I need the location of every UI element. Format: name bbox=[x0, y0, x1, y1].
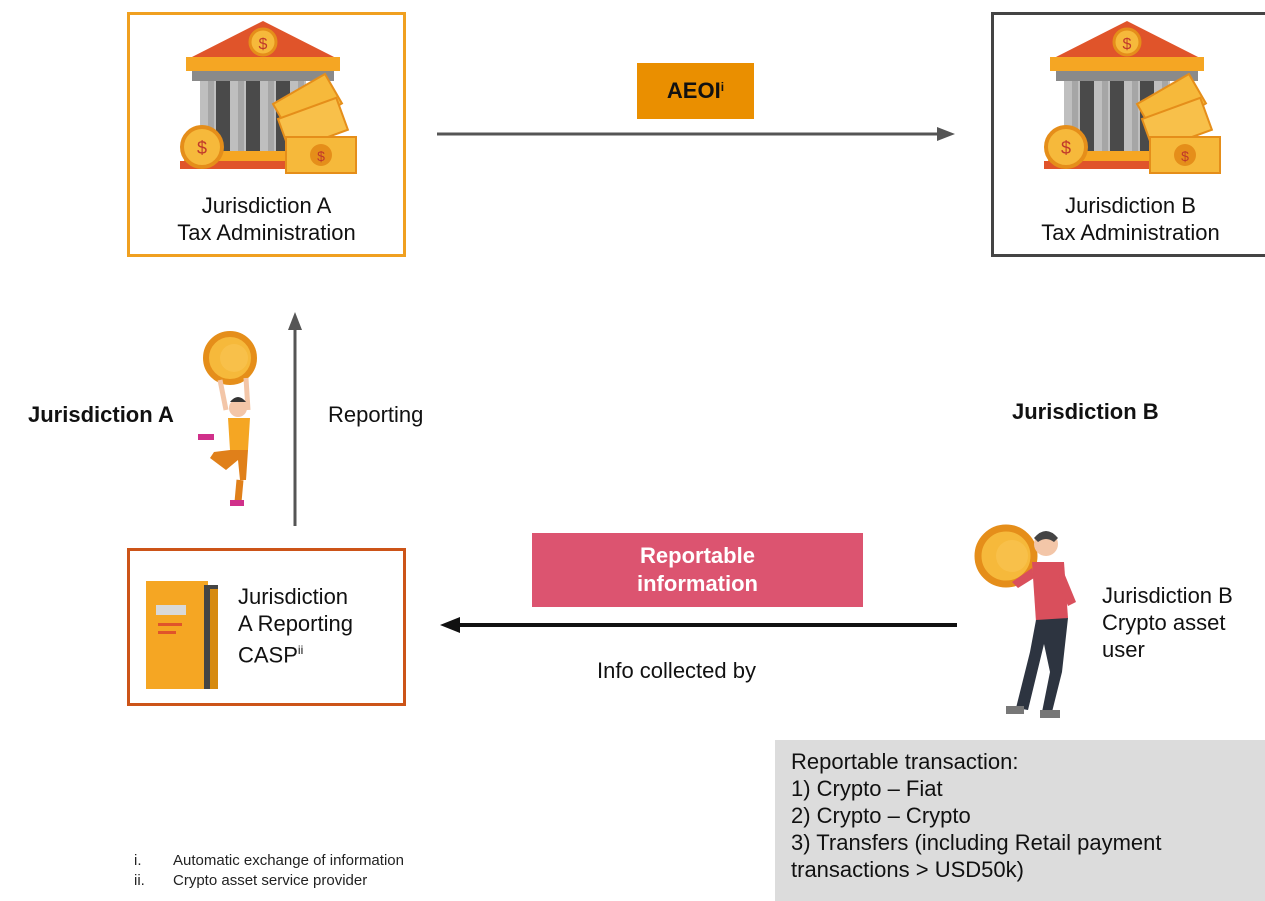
svg-text:$: $ bbox=[317, 148, 325, 164]
jurisdiction-b-admin-line2: Tax Administration bbox=[1041, 220, 1220, 245]
jurisdiction-a-admin-caption: Jurisdiction A Tax Administration bbox=[130, 192, 403, 246]
jurisdiction-b-admin-line1: Jurisdiction B bbox=[1065, 193, 1196, 218]
reportable-information-label: Reportable information bbox=[532, 533, 863, 607]
crypto-user-line1: Jurisdiction B bbox=[1102, 583, 1233, 608]
jurisdiction-b-tax-admin-box: $ $ $ Jurisdiction B Tax Administration bbox=[991, 12, 1265, 257]
svg-text:$: $ bbox=[197, 138, 207, 158]
reporting-casp-box: Jurisdiction A Reporting CASPii bbox=[127, 548, 406, 706]
crypto-user-line3: user bbox=[1102, 637, 1145, 662]
aeoi-text: AEOI bbox=[666, 78, 721, 103]
person-holding-coin-icon bbox=[198, 331, 257, 506]
info-collected-by-label: Info collected by bbox=[597, 658, 756, 683]
svg-text:$: $ bbox=[1061, 138, 1071, 158]
aeoi-arrow bbox=[437, 127, 955, 141]
footnote: i. Automatic exchange of information bbox=[134, 851, 404, 871]
jurisdiction-a-label: Jurisdiction A bbox=[28, 402, 174, 427]
aeoi-superscript: i bbox=[720, 80, 725, 94]
reportable-transaction-item: 3) Transfers (including Retail payment bbox=[791, 830, 1162, 855]
crypto-user-text: Jurisdiction B Crypto asset user bbox=[1102, 582, 1233, 663]
footnote-text: Automatic exchange of information bbox=[173, 852, 404, 869]
footnote-number: ii. bbox=[134, 872, 145, 889]
footnotes: i. Automatic exchange of information ii.… bbox=[134, 851, 404, 891]
crypto-user-icon bbox=[974, 524, 1076, 718]
jurisdiction-a-tax-admin-box: $ $ $ Jurisdiction A Tax Administration bbox=[127, 12, 406, 257]
jurisdiction-b-label: Jurisdiction B bbox=[1012, 399, 1159, 424]
casp-line3: CASP bbox=[238, 642, 298, 668]
reportable-transaction-box: Reportable transaction: 1) Crypto – Fiat… bbox=[775, 740, 1265, 901]
bank-icon: $ $ $ bbox=[180, 21, 357, 174]
info-collected-arrow bbox=[440, 617, 957, 633]
reportable-line2: information bbox=[637, 571, 758, 596]
casp-text: Jurisdiction A Reporting CASPii bbox=[238, 583, 353, 668]
casp-superscript: ii bbox=[297, 643, 304, 657]
casp-line1: Jurisdiction bbox=[238, 584, 349, 609]
svg-text:$: $ bbox=[259, 36, 268, 53]
reporting-arrow bbox=[288, 312, 302, 526]
footnote-text: Crypto asset service provider bbox=[173, 872, 368, 889]
bank-icon: $ $ $ bbox=[1044, 21, 1221, 174]
reportable-transaction-item: 1) Crypto – Fiat bbox=[791, 776, 943, 801]
casp-line2: A Reporting bbox=[238, 611, 353, 636]
svg-text:$: $ bbox=[1123, 36, 1132, 53]
reportable-line1: Reportable bbox=[640, 543, 755, 568]
svg-text:$: $ bbox=[1181, 148, 1189, 164]
crypto-user-line2: Crypto asset bbox=[1102, 610, 1226, 635]
jurisdiction-b-admin-caption: Jurisdiction B Tax Administration bbox=[994, 192, 1265, 246]
footnote: ii. Crypto asset service provider bbox=[134, 871, 404, 891]
reportable-transaction-heading: Reportable transaction: bbox=[791, 749, 1019, 774]
jurisdiction-a-admin-line2: Tax Administration bbox=[177, 220, 356, 245]
footnote-number: i. bbox=[134, 852, 142, 869]
jurisdiction-a-admin-line1: Jurisdiction A bbox=[201, 193, 332, 218]
reportable-transaction-item: transactions > USD50k) bbox=[791, 857, 1024, 882]
reportable-transaction-item: 2) Crypto – Crypto bbox=[791, 803, 971, 828]
reporting-label: Reporting bbox=[328, 402, 424, 427]
document-icon bbox=[146, 581, 218, 689]
